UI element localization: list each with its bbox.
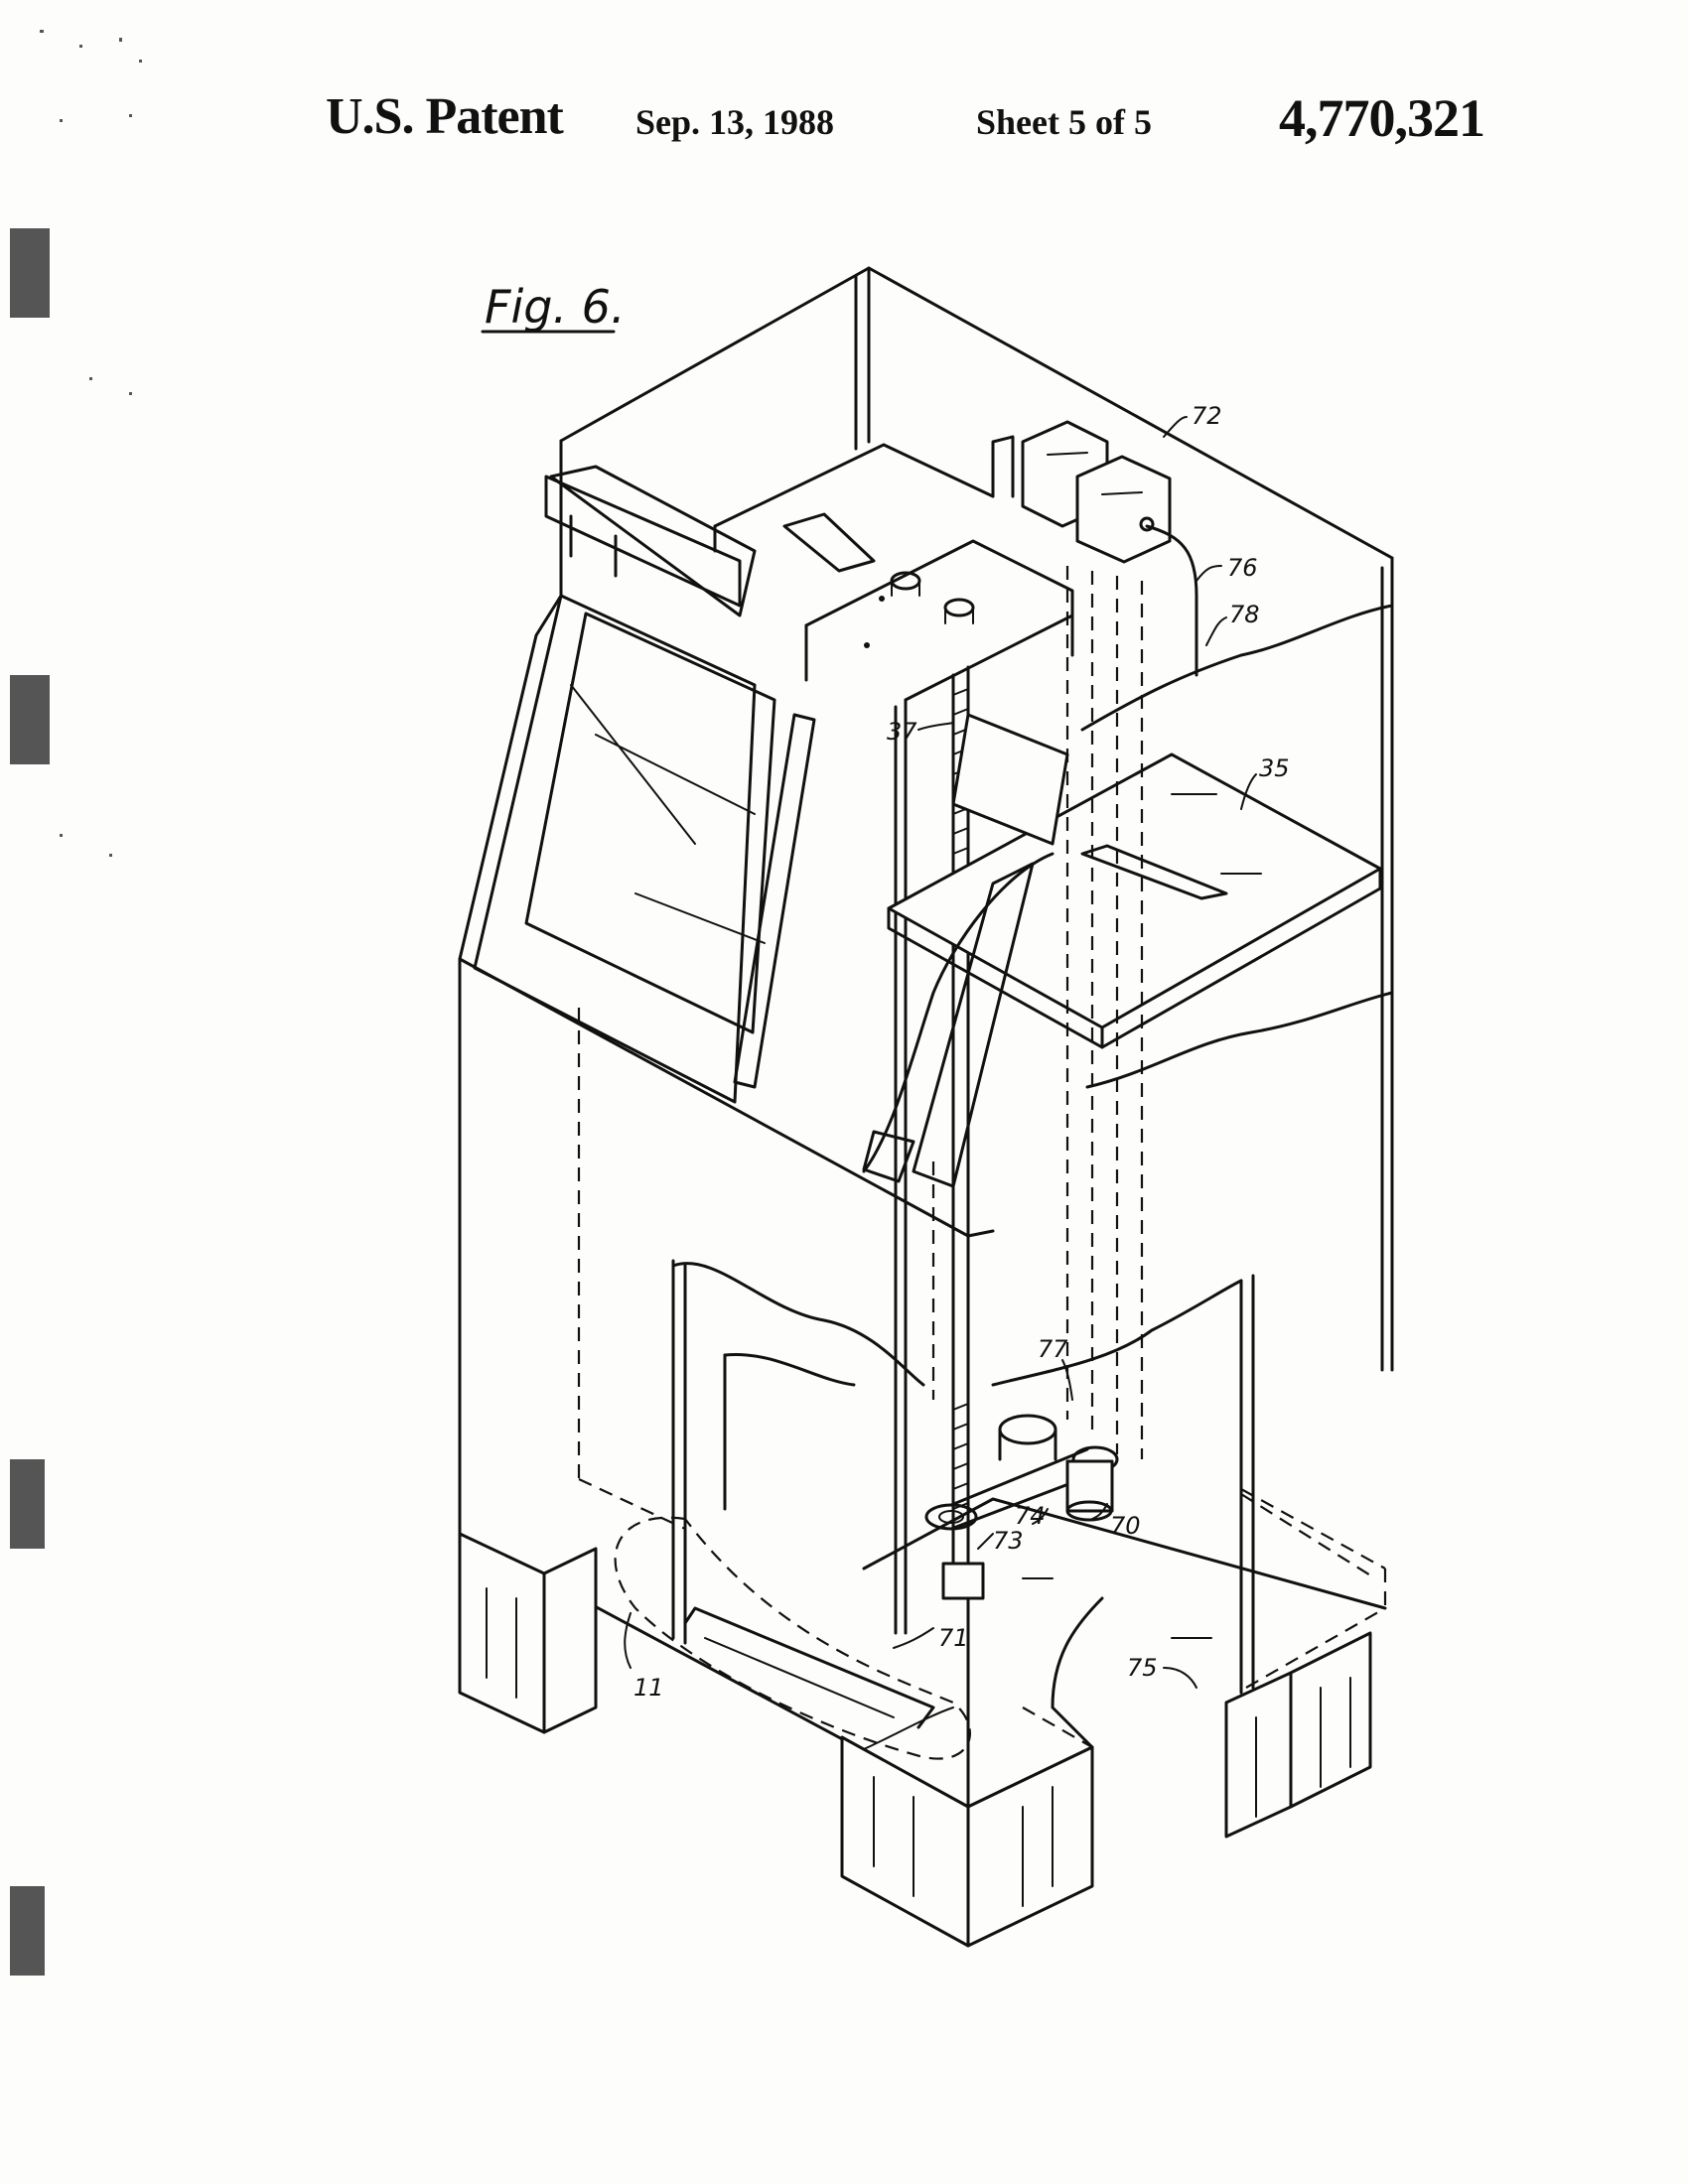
ref-78: 78 (1229, 601, 1260, 628)
drive-chain-assembly (924, 1414, 1119, 1600)
upper-enclosure (458, 266, 1394, 1372)
motor-block-72 (991, 420, 1198, 677)
ref-75: 75 (1127, 1654, 1158, 1682)
reference-numerals: 72 76 78 35 37 77 74 73 70 71 75 11 (633, 402, 1290, 1702)
ref-71: 71 (938, 1624, 969, 1652)
header-date: Sep. 13, 1988 (635, 102, 835, 142)
leader-lines (624, 416, 1257, 1689)
scan-artifacts (10, 30, 142, 1976)
figure-label-text: Fig. 6. (485, 280, 626, 334)
legs (458, 1532, 1372, 1948)
ref-37: 37 (887, 718, 917, 746)
inner-column (713, 443, 1074, 1635)
ref-74: 74 (1015, 1502, 1046, 1530)
figure-label: Fig. 6. (481, 280, 626, 334)
lower-cabinet (458, 566, 1387, 1809)
left-door-panel (473, 465, 816, 1104)
ref-77: 77 (1038, 1335, 1068, 1363)
ref-11: 11 (633, 1674, 664, 1702)
header-patent-label: U.S. Patent (326, 88, 564, 145)
header-patent-number: 4,770,321 (1279, 88, 1485, 148)
ref-35: 35 (1259, 754, 1290, 782)
ref-72: 72 (1192, 402, 1222, 430)
header-sheet-number: Sheet 5 of 5 (976, 102, 1152, 142)
ref-73: 73 (993, 1527, 1024, 1555)
ref-76: 76 (1227, 554, 1258, 582)
ref-70: 70 (1110, 1512, 1141, 1540)
carriage-front-door (862, 713, 1069, 1188)
platform-35 (887, 752, 1382, 1049)
